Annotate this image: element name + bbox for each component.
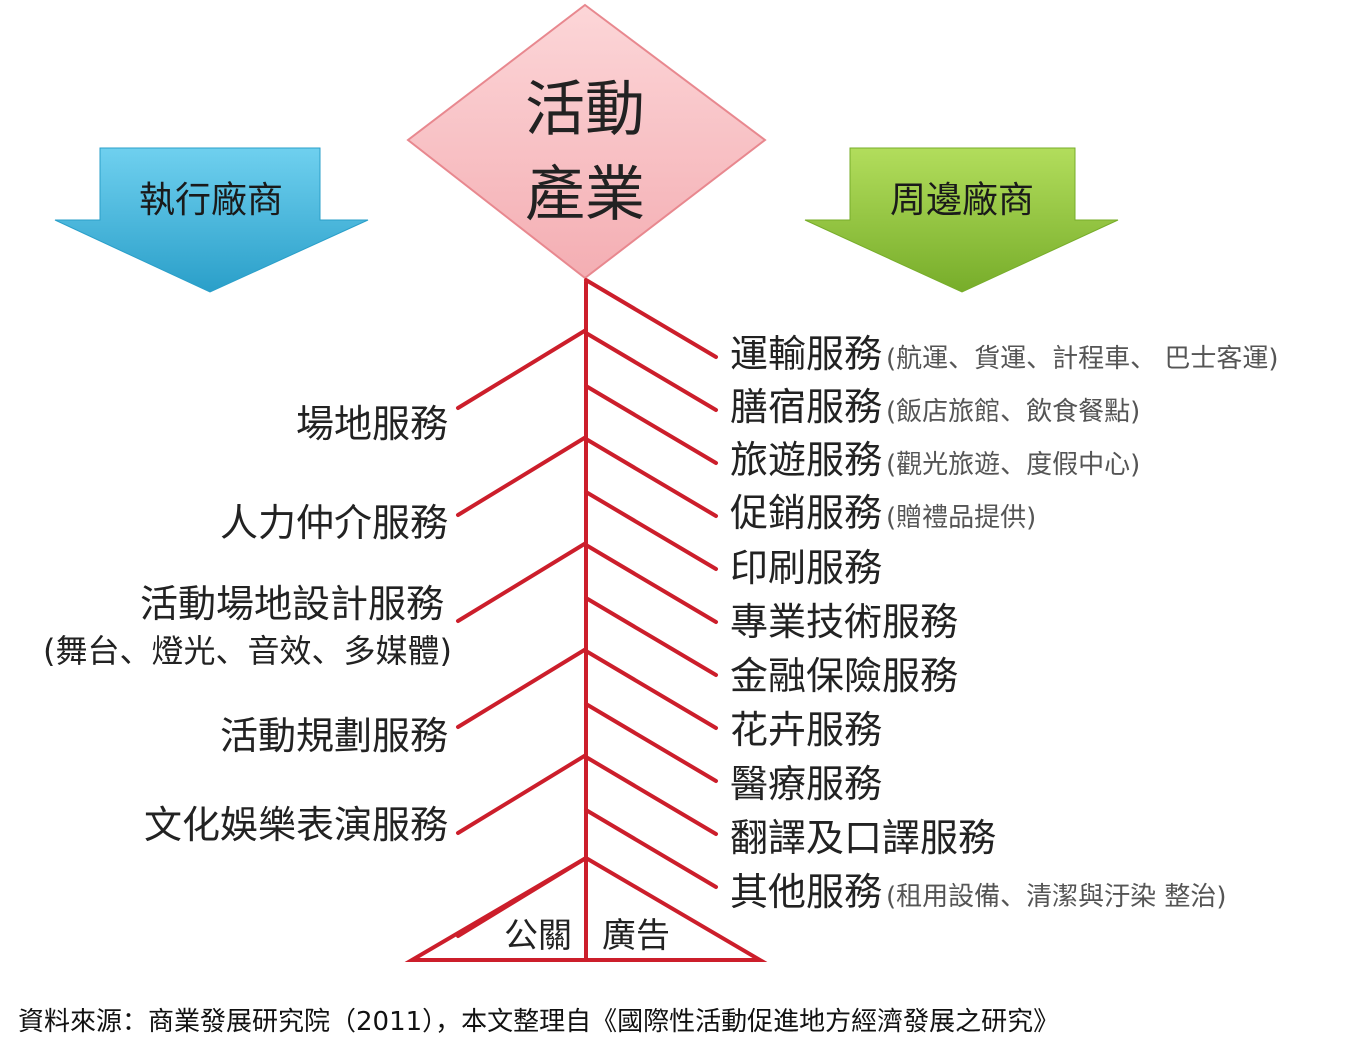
right-item-label: 運輸服務(航運、貨運、計程車、 巴士客運)	[730, 332, 1279, 376]
right-item-main: 金融保險服務	[730, 654, 958, 698]
left-header-label: 執行廠商	[139, 180, 283, 221]
right-items: 運輸服務(航運、貨運、計程車、 巴士客運) 膳宿服務(飯店旅館、飲食餐點) 旅遊…	[730, 332, 1279, 914]
right-item-note: (租用設備、清潔與汙染 整治)	[886, 882, 1227, 912]
right-item-main: 專業技術服務	[730, 600, 958, 644]
right-item-note: (航運、貨運、計程車、 巴士客運)	[886, 344, 1279, 374]
left-bone-5	[456, 753, 588, 835]
left-item-note: (舞台、燈光、音效、多媒體)	[43, 632, 452, 670]
right-item-note: (贈禮品提供)	[886, 503, 1036, 533]
right-bone-6	[584, 543, 718, 624]
right-item-label: 專業技術服務	[730, 600, 958, 644]
right-item-main: 醫療服務	[730, 762, 882, 806]
right-bone-11	[584, 808, 718, 889]
center-title-line1: 活動	[525, 75, 645, 145]
right-bone-10	[584, 755, 718, 836]
left-item-label: 人力仲介服務	[220, 501, 448, 545]
right-item-main: 膳宿服務	[730, 385, 882, 429]
right-item-note: (觀光旅遊、度假中心)	[886, 450, 1140, 480]
right-item-label: 花卉服務	[730, 708, 882, 752]
right-bone-9	[584, 702, 718, 783]
right-item-label: 金融保險服務	[730, 654, 958, 698]
right-item-main: 翻譯及口譯服務	[730, 816, 996, 860]
center-title-line2: 產業	[525, 160, 645, 230]
fishbone-spine	[404, 278, 768, 962]
right-item-label: 旅遊服務(觀光旅遊、度假中心)	[730, 438, 1140, 482]
right-bone-2	[584, 331, 718, 412]
base-right-label: 廣告	[602, 916, 670, 956]
right-bone-8	[584, 649, 718, 730]
right-item-label: 其他服務(租用設備、清潔與汙染 整治)	[730, 870, 1227, 914]
left-bone-2	[456, 435, 588, 517]
right-item-label: 印刷服務	[730, 546, 882, 590]
left-item-label: 活動規劃服務	[220, 714, 448, 758]
right-arrow-shape	[804, 147, 1119, 293]
source-caption: 資料來源：商業發展研究院（2011），本文整理自《國際性活動促進地方經濟發展之研…	[18, 1007, 1059, 1037]
right-item-note: (飯店旅館、飲食餐點)	[886, 397, 1140, 427]
center-diamond: 活動 產業	[406, 3, 767, 280]
right-item-label: 翻譯及口譯服務	[730, 816, 996, 860]
left-item-label: 文化娛樂表演服務	[144, 803, 448, 847]
left-bone-1	[456, 328, 588, 410]
left-items: 場地服務 人力仲介服務 活動場地設計服務 (舞台、燈光、音效、多媒體) 活動規劃…	[43, 402, 452, 847]
right-item-label: 膳宿服務(飯店旅館、飲食餐點)	[730, 385, 1140, 429]
right-item-main: 其他服務	[730, 870, 882, 914]
right-bone-3	[584, 384, 718, 465]
right-item-main: 運輸服務	[730, 332, 882, 376]
base-left-label: 公關	[504, 916, 572, 956]
right-header-label: 周邊廠商	[890, 180, 1034, 221]
right-item-main: 印刷服務	[730, 546, 882, 590]
left-item-label: 場地服務	[296, 402, 448, 446]
right-item-label: 醫療服務	[730, 762, 882, 806]
right-bone-1	[584, 278, 718, 359]
right-item-label: 促銷服務(贈禮品提供)	[730, 491, 1036, 535]
left-arrow-shape	[54, 147, 369, 293]
right-header-arrow: 周邊廠商	[804, 147, 1119, 293]
right-bone-7	[584, 596, 718, 677]
left-header-arrow: 執行廠商	[54, 147, 369, 293]
right-item-main: 促銷服務	[730, 491, 882, 535]
left-bone-4	[456, 647, 588, 729]
base-triangle	[404, 855, 768, 962]
right-bone-4	[584, 437, 718, 518]
diamond-shape	[406, 3, 767, 280]
right-item-main: 花卉服務	[730, 708, 882, 752]
left-bone-3	[456, 541, 588, 623]
right-item-main: 旅遊服務	[730, 438, 882, 482]
left-item-label: 活動場地設計服務	[140, 582, 444, 626]
right-bone-5	[584, 490, 718, 571]
